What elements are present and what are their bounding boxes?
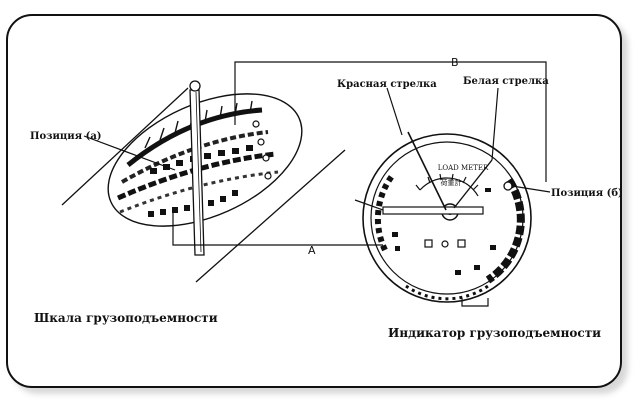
scale-plate xyxy=(107,93,303,227)
position-b-label: Позиция (б) xyxy=(551,188,623,199)
dial-scale-arc-right xyxy=(485,177,525,284)
callout-lines xyxy=(83,61,551,307)
callout-a-line xyxy=(172,208,383,246)
dial-crossbar xyxy=(382,206,484,215)
red-needle xyxy=(407,131,447,211)
dial-inner-ticks xyxy=(415,173,479,191)
dial-lower-indicators xyxy=(424,239,466,248)
diagram-frame xyxy=(6,14,622,388)
white-needle xyxy=(453,159,493,209)
scale-pointer-centerline xyxy=(195,91,202,253)
scale-band-3 xyxy=(116,151,277,201)
indicator-caption: Индикатор грузоподъемности xyxy=(388,326,601,340)
dial-scale-arc-left xyxy=(374,174,395,252)
callout-red-needle xyxy=(386,87,403,136)
capacity-scale xyxy=(61,80,346,283)
scale-guide-line-left xyxy=(61,87,189,206)
scale-caption: Шкала грузоподъемности xyxy=(34,311,218,325)
scale-top-ticks xyxy=(144,100,253,149)
dial-title: LOAD METER xyxy=(438,164,489,172)
scale-right-marks xyxy=(252,120,272,180)
callout-position-b xyxy=(511,185,551,193)
callout-b-bracket xyxy=(234,61,547,182)
marker-b-label: B xyxy=(451,56,459,69)
scale-band-2 xyxy=(121,130,269,184)
position-b-marker xyxy=(503,181,513,191)
marker-a-label: A xyxy=(308,244,316,257)
callout-indicator-bracket xyxy=(461,298,489,307)
dial-subtitle: 荷重計 xyxy=(441,178,462,187)
red-needle-label: Красная стрелка xyxy=(337,79,437,90)
dial-scale-arc-bottom xyxy=(405,284,489,301)
dial-face-marks xyxy=(392,188,496,275)
scale-guide-line-right xyxy=(195,149,346,283)
white-needle-label: Белая стрелка xyxy=(463,76,549,87)
callout-position-a xyxy=(83,135,176,171)
callout-white-needle xyxy=(491,87,499,161)
callout-left-tick xyxy=(354,199,384,211)
load-meter-dial: LOAD METER 荷重計 xyxy=(362,131,532,303)
position-a-label: Позиция (а) xyxy=(30,131,102,142)
scale-pointer-pivot xyxy=(189,80,201,92)
